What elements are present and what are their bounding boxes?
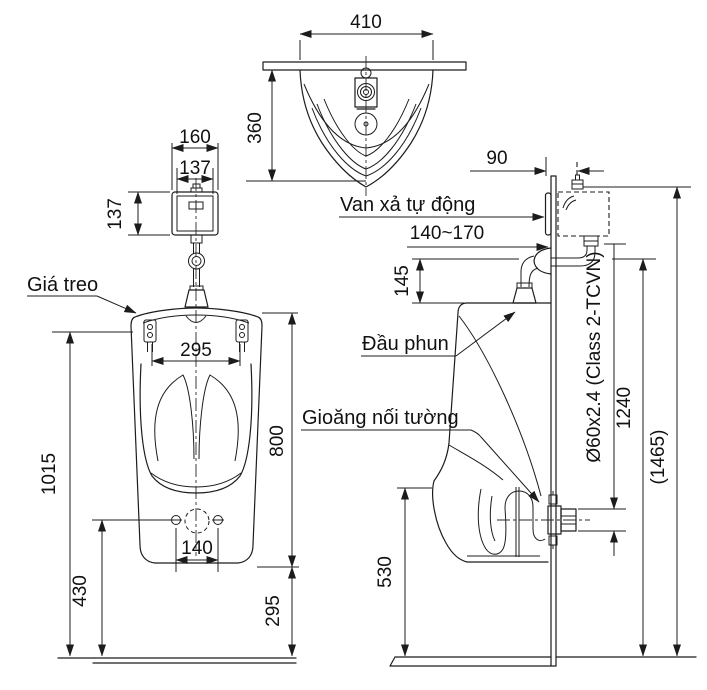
dim-hanger-height: 1015 [39,331,133,657]
dim-hanger-span: 295 [151,340,241,366]
dim-text-137v: 137 [105,198,126,230]
dim-text-90: 90 [486,148,507,169]
pipe-union-nut [188,252,205,270]
label-flush-valve: Van xả tự động [339,194,545,221]
supply-elbow-pipe [551,246,596,267]
dim-text-137: 137 [179,158,211,179]
spud-label-text: Đầu phun [362,333,449,355]
valve-body-hidden [557,191,610,237]
dim-bolt-pitch: 140 [175,528,219,572]
outlet-hidden-circle [184,508,210,534]
hanger-label-text: Giá treo [27,274,98,296]
inner-top-edge [142,314,250,324]
bowl-interior-curve [154,374,195,462]
wall-escutcheon [533,247,552,275]
bowl-outline-top [299,69,434,188]
dim-text-140: 140 [181,538,213,559]
dim-inlet-drop: 145 [392,258,519,304]
hanger-bracket-right [235,319,249,352]
flush-valve-front-view [171,183,219,308]
dim-text-295: 295 [180,340,212,361]
bowl-rim-line [316,103,417,170]
spud-cone [184,289,209,308]
bowl-rim-line [303,83,430,149]
wall-line [550,175,557,667]
dim-text-360: 360 [245,112,266,144]
dim-text-295b: 295 [263,595,284,627]
flush-valve-side-view [512,162,610,304]
flush-valve-label-text: Van xả tự động [340,194,475,216]
floor-line-side [389,656,697,667]
bowl-inner-bottom [150,472,242,488]
wall-section-bar [262,61,467,71]
floor-line-front [57,657,297,664]
hanger-bracket-left [143,319,157,352]
dim-body-bottom-height: 295 [263,566,296,657]
wall-gasket-label-text: Gioăng nối tường [302,407,459,429]
bowl-rim-front [139,363,253,494]
dim-text-1015: 1015 [39,453,60,495]
dim-text-410: 410 [350,12,382,33]
dim-valve-wall-offset: 90 [470,148,604,176]
valve-cover-plate [544,192,552,236]
label-wall-gasket: Gioăng nối tường [301,407,540,503]
bowl-back-section [515,487,520,557]
dim-text-140-170: 140~170 [410,223,485,244]
bowl-interior-curve [198,374,239,462]
urinal-body-side [432,302,552,563]
dim-top-width: 410 [299,12,434,60]
dim-top-depth: 360 [245,69,366,182]
dim-inlet-height: 1240 [612,258,656,657]
front-view: 140 160 137 137 Giá treo 295 [27,127,299,664]
label-spud: Đầu phun [361,311,516,357]
dim-inlet-range: 140~170 [407,223,549,251]
dim-valve-inner-width: 137 [176,158,214,194]
spud-cone-side [512,287,537,304]
dim-valve-outer-width: 160 [171,127,219,190]
dim-text-430: 430 [70,575,91,607]
dim-text-800: 800 [267,425,288,457]
dim-text-530: 530 [375,556,396,588]
bowl-opening-curve [458,315,542,497]
spray-icon [562,195,577,211]
dim-text-1465: (1465) [648,430,669,485]
screw-icon [571,174,584,190]
bowl-interior-curve [448,444,504,481]
top-view: 410 360 [245,12,467,196]
wall-outlet [497,491,626,549]
dim-overall-height: (1465) [583,186,691,657]
dim-text-1240: 1240 [614,387,635,429]
dim-drain-pipe-spec: Ø60x2.4 (Class 2-TCVN) [584,243,626,556]
supply-down-pipe [520,255,539,288]
dim-body-height: 800 [257,312,299,568]
spud-hole [185,315,207,323]
dim-text-160: 160 [179,127,211,148]
dim-text-145: 145 [392,265,413,297]
dim-outlet-height: 530 [375,487,432,657]
bowl-rim-line [311,107,422,177]
dim-text-pipe-spec: Ø60x2.4 (Class 2-TCVN) [584,251,605,462]
dim-bolt-height: 430 [70,519,106,657]
side-view: 90 Van xả tự động 140~170 145 Đầu phun G… [301,148,697,667]
dim-valve-height: 137 [105,191,170,236]
label-hanger: Giá treo [27,274,137,314]
trap-section [467,488,546,557]
